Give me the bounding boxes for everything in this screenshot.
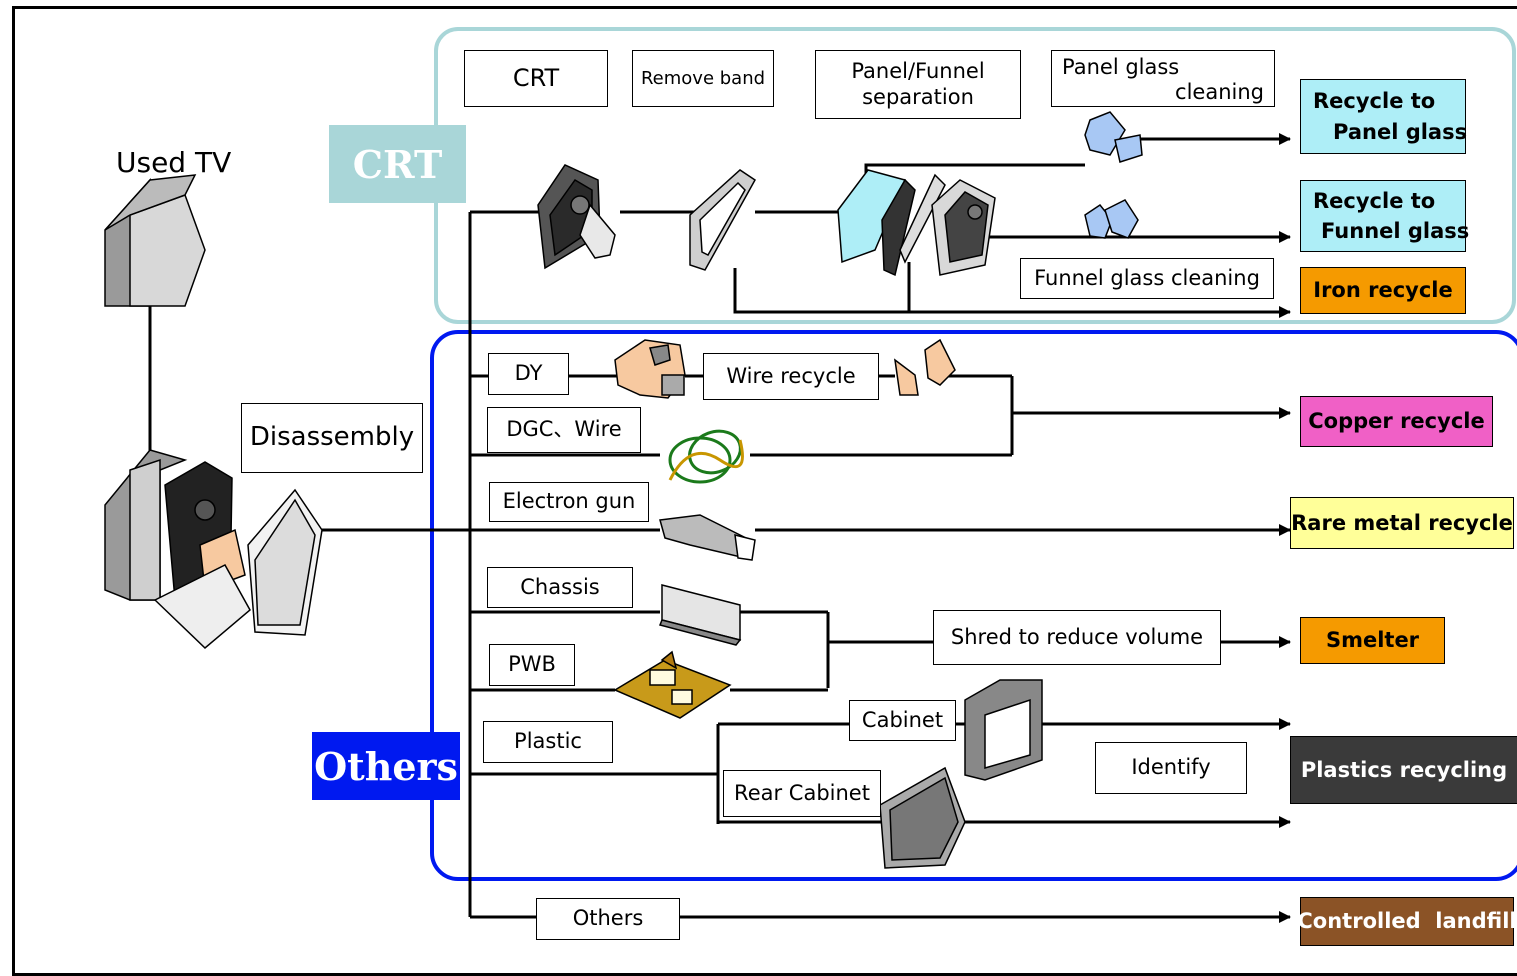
panel-glass-dest-line-2: Panel glass bbox=[1333, 119, 1468, 144]
panel-funnel-line-2: separation bbox=[862, 84, 974, 109]
panel-glass-dest-line-1: Recycle to bbox=[1313, 89, 1436, 114]
panel-glass-recycle-dest: Recycle to Panel glass bbox=[1300, 79, 1468, 154]
others-section-label: Others bbox=[312, 732, 460, 800]
disassembly-icon bbox=[104, 449, 323, 650]
electron-gun-box: Electron gun bbox=[489, 482, 649, 522]
rear-cabinet-icon bbox=[879, 766, 966, 869]
funnel-glass-dest-line-2: Funnel glass bbox=[1321, 219, 1470, 243]
funnel-glass-shards-icon bbox=[1084, 199, 1139, 239]
panel-glass-cleaning-line-1: Panel glass bbox=[1062, 55, 1180, 79]
funnel-glass-recycle-dest: Recycle to Funnel glass bbox=[1300, 180, 1470, 252]
panel-funnel-icon bbox=[837, 169, 996, 277]
used-tv-icon bbox=[104, 174, 206, 307]
crt-section-label: CRT bbox=[329, 125, 466, 203]
band-frame-icon bbox=[689, 169, 756, 271]
shred-box: Shred to reduce volume bbox=[933, 610, 1221, 665]
wire-scrap-icon bbox=[894, 338, 956, 396]
pwb-box: PWB bbox=[489, 644, 575, 686]
funnel-glass-cleaning-box: Funnel glass cleaning bbox=[1020, 258, 1274, 299]
crt-tube-icon bbox=[537, 164, 616, 270]
used-tv-label: Used TV bbox=[116, 146, 232, 179]
cabinet-box: Cabinet bbox=[849, 700, 956, 741]
rare-metal-recycle-dest: Rare metal recycle bbox=[1290, 497, 1514, 549]
dgc-wire-coil-icon bbox=[668, 429, 744, 484]
disassembly-box: Disassembly bbox=[241, 403, 423, 473]
smelter-dest: Smelter bbox=[1300, 617, 1445, 664]
plastic-box: Plastic bbox=[483, 721, 613, 763]
iron-recycle-dest: Iron recycle bbox=[1300, 267, 1466, 314]
panel-funnel-line-1: Panel/Funnel bbox=[851, 59, 985, 84]
pwb-icon bbox=[613, 650, 732, 719]
dy-icon bbox=[614, 339, 686, 399]
identify-box: Identify bbox=[1095, 742, 1247, 794]
remove-band-box: Remove band bbox=[632, 50, 774, 107]
controlled-landfill-dest: Controlled landfill bbox=[1297, 897, 1517, 946]
plastics-recycling-dest: Plastics recycling bbox=[1290, 736, 1517, 804]
others-group-border bbox=[430, 330, 1517, 881]
panel-glass-cleaning-line-2: cleaning bbox=[1175, 80, 1264, 105]
dy-box: DY bbox=[488, 353, 569, 395]
others-part-box: Others bbox=[536, 898, 680, 940]
dgc-wire-box: DGC、Wire bbox=[487, 407, 641, 453]
wire-recycle-box: Wire recycle bbox=[703, 353, 879, 400]
copper-recycle-dest: Copper recycle bbox=[1300, 396, 1493, 447]
crt-step-box: CRT bbox=[464, 50, 608, 107]
panel-glass-cleaning-box: Panel glass cleaning bbox=[1051, 50, 1275, 107]
chassis-icon bbox=[658, 584, 742, 646]
cabinet-icon bbox=[964, 679, 1043, 781]
panel-glass-shards-icon bbox=[1084, 111, 1143, 163]
panel-funnel-separation-box: Panel/Funnel separation bbox=[815, 50, 1021, 119]
rear-cabinet-box: Rear Cabinet bbox=[723, 770, 881, 817]
chassis-box: Chassis bbox=[487, 567, 633, 608]
funnel-glass-dest-line-1: Recycle to bbox=[1313, 188, 1436, 213]
electron-gun-icon bbox=[659, 514, 756, 561]
